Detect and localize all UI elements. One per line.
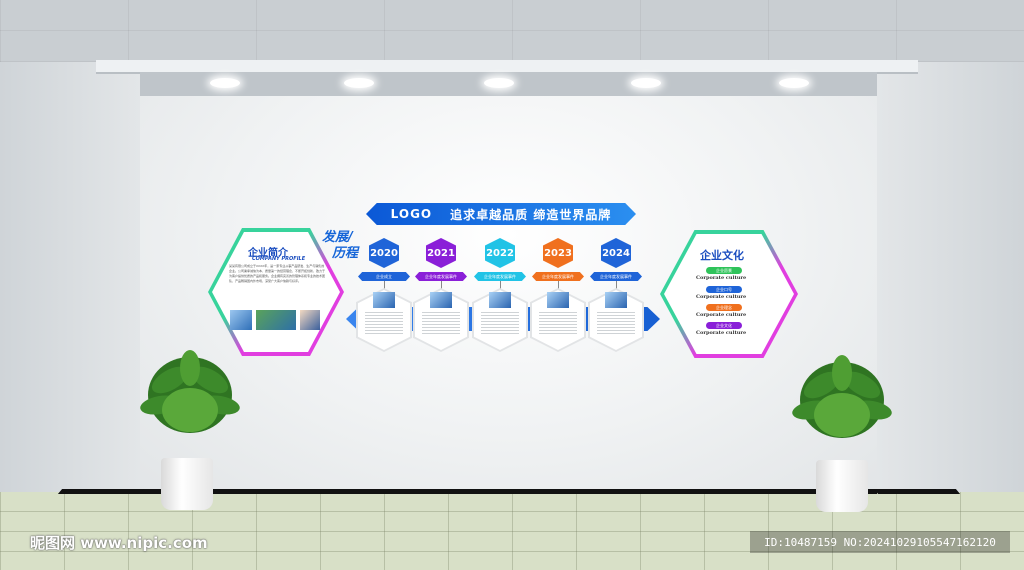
culture-item-english: Corporate culture <box>696 312 747 318</box>
watermark-site: 昵图网 www.nipic.com <box>30 534 208 552</box>
plant-icon <box>140 350 240 433</box>
baseboard <box>140 489 877 494</box>
timeline-card-image <box>430 292 452 308</box>
culture-item-label: 企业理念 <box>706 304 742 311</box>
banner-logo: LOGO <box>390 207 433 221</box>
left-wall <box>0 62 140 518</box>
watermark-id: ID:10487159 NO:20241029105547162120 <box>750 531 1010 553</box>
timeline-year: 2023 <box>543 238 573 268</box>
left-plant-pot <box>161 458 213 510</box>
ceiling <box>0 0 1024 62</box>
culture-item-english: Corporate culture <box>696 330 747 336</box>
ceiling-light <box>779 78 809 88</box>
timeline-tag: 企业年度发展事件 <box>474 272 526 281</box>
culture-item-label: 企业文化 <box>706 322 742 329</box>
profile-building-image <box>230 310 252 330</box>
timeline-connector <box>500 281 501 291</box>
timeline-connector <box>441 281 442 291</box>
profile-title: 企业简介 <box>248 248 288 259</box>
timeline-card-text <box>597 312 635 334</box>
development-title: 发展/ 历程 <box>322 230 358 262</box>
timeline-year: 2021 <box>426 238 456 268</box>
timeline-tag: 企业年度发展事件 <box>590 272 642 281</box>
timeline-card-image <box>605 292 627 308</box>
timeline-card-image <box>373 292 395 308</box>
timeline-tag: 企业年度发展事件 <box>532 272 584 281</box>
profile-text: 某某有限公司成立于XXXX年，是一家专业从事产品研发、生产与销售的企业。公司秉承… <box>229 264 326 283</box>
plant-icon <box>792 355 892 438</box>
ceiling-light <box>210 78 240 88</box>
timeline-connector <box>384 281 385 291</box>
timeline-card-text <box>365 312 403 334</box>
culture-item-english: Corporate culture <box>696 275 747 281</box>
timeline-tag: 企业成立 <box>358 272 410 281</box>
profile-people-image <box>300 310 320 330</box>
culture-item-label: 企业愿景 <box>706 267 742 274</box>
baseboard-left <box>57 489 145 494</box>
profile-campus-image <box>256 310 296 330</box>
culture-item-label: 企业口号 <box>706 286 742 293</box>
culture-title: 企业文化 <box>700 249 744 262</box>
timeline-connector <box>558 281 559 291</box>
ceiling-light <box>631 78 661 88</box>
development-title-line2: 历程 <box>332 246 359 261</box>
right-plant-pot <box>816 460 868 512</box>
right-plant <box>792 355 892 465</box>
left-plant <box>140 350 240 460</box>
timeline-year: 2020 <box>369 238 399 268</box>
timeline-card-image <box>547 292 569 308</box>
timeline-card-text <box>481 312 519 334</box>
right-wall <box>877 62 1024 518</box>
slogan-banner: LOGO 追求卓越品质 缔造世界品牌 <box>366 203 636 225</box>
timeline-year: 2024 <box>601 238 631 268</box>
culture-hexagon <box>664 234 794 354</box>
timeline-card-text <box>422 312 460 334</box>
banner-slogan: 追求卓越品质 缔造世界品牌 <box>450 207 612 222</box>
baseboard-right <box>873 489 961 494</box>
ceiling-light <box>484 78 514 88</box>
timeline-tag: 企业年度发展事件 <box>415 272 467 281</box>
timeline-card-text <box>539 312 577 334</box>
timeline-card-image <box>489 292 511 308</box>
ceiling-light <box>344 78 374 88</box>
development-title-line1: 发展/ <box>322 230 353 245</box>
timeline-year: 2022 <box>485 238 515 268</box>
timeline-connector <box>616 281 617 291</box>
culture-item-english: Corporate culture <box>696 294 747 300</box>
profile-subtitle: COMPANY PROFILE <box>252 256 306 262</box>
